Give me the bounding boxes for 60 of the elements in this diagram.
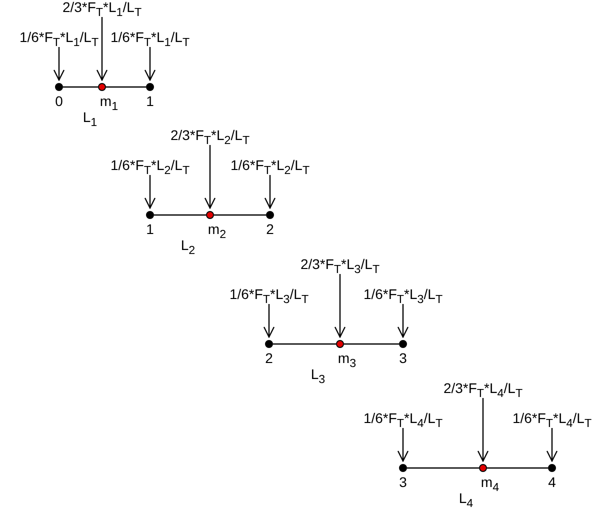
force-arrow	[96, 17, 108, 81]
force-arrow	[546, 428, 558, 462]
beam-line	[407, 467, 479, 469]
beam-line	[214, 214, 266, 216]
point-label: 1	[146, 93, 154, 109]
node-dot	[336, 340, 344, 348]
point-label: 1	[146, 221, 154, 237]
node-dot	[399, 464, 407, 472]
force-label: 1/6*F$_{T}$*L$_{2}$/L$_{T}$	[110, 157, 190, 179]
force-arrow	[144, 47, 156, 81]
node-dot	[479, 464, 487, 472]
node-dot	[548, 464, 556, 472]
node-dot	[146, 83, 154, 91]
force-label: 2/3*F$_{T}$*L$_{3}$/L$_{T}$	[300, 256, 380, 278]
point-label: 2	[266, 221, 274, 237]
force-arrow	[53, 47, 65, 81]
force-label: 1/6*F$_{T}$*L$_{1}$/L$_{T}$	[19, 29, 99, 51]
force-arrow	[397, 304, 409, 338]
force-label: 1/6*F$_{T}$*L$_{4}$/L$_{T}$	[363, 410, 443, 432]
force-arrow	[477, 398, 489, 462]
point-label: m$_{2}$	[208, 221, 226, 243]
point-label: m$_{1}$	[100, 93, 118, 115]
length-label: L$_{2}$	[180, 237, 196, 259]
force-arrow	[263, 304, 275, 338]
node-dot	[55, 83, 63, 91]
force-label: 1/6*F$_{T}$*L$_{4}$/L$_{T}$	[512, 410, 592, 432]
node-dot	[98, 83, 106, 91]
force-arrow	[264, 175, 276, 209]
beam-line	[106, 86, 146, 88]
point-label: m$_{3}$	[338, 350, 356, 372]
force-label: 1/6*F$_{T}$*L$_{2}$/L$_{T}$	[230, 157, 310, 179]
length-label: L$_{4}$	[458, 490, 474, 511]
node-dot	[206, 211, 214, 219]
point-label: 3	[399, 350, 407, 366]
force-label: 2/3*F$_{T}$*L$_{4}$/L$_{T}$	[443, 380, 523, 402]
beam-line	[273, 343, 336, 345]
force-arrow	[204, 145, 216, 209]
beam-line	[154, 214, 206, 216]
beam-line	[63, 86, 98, 88]
length-label: L$_{1}$	[82, 109, 98, 131]
force-label: 1/6*F$_{T}$*L$_{3}$/L$_{T}$	[229, 286, 309, 308]
node-dot	[146, 211, 154, 219]
node-dot	[399, 340, 407, 348]
force-label: 2/3*F$_{T}$*L$_{2}$/L$_{T}$	[170, 127, 250, 149]
point-label: 2	[265, 350, 273, 366]
force-label: 1/6*F$_{T}$*L$_{1}$/L$_{T}$	[110, 29, 190, 51]
force-label: 1/6*F$_{T}$*L$_{3}$/L$_{T}$	[363, 286, 443, 308]
beam-line	[344, 343, 399, 345]
point-label: 3	[399, 474, 407, 490]
node-dot	[265, 340, 273, 348]
beam-line	[487, 467, 548, 469]
force-arrow	[144, 175, 156, 209]
point-label: 4	[548, 474, 556, 490]
point-label: m$_{4}$	[480, 474, 500, 496]
length-label: L$_{3}$	[310, 366, 326, 388]
point-label: 0	[55, 93, 63, 109]
node-dot	[266, 211, 274, 219]
force-arrow	[397, 428, 409, 462]
force-label: 2/3*F$_{T}$*L$_{1}$/L$_{T}$	[62, 0, 142, 21]
force-arrow	[334, 274, 346, 338]
